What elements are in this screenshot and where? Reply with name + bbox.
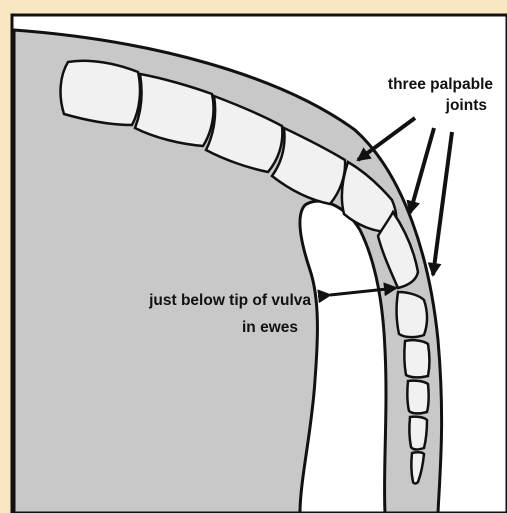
vertebra-7	[397, 292, 427, 337]
vertebra-9	[407, 381, 428, 414]
vertebra-1	[61, 61, 140, 125]
label-three-palpable: three palpable	[388, 76, 493, 93]
vertebra-8	[404, 340, 429, 377]
label-in-ewes: in ewes	[242, 319, 298, 336]
label-just-below-tip-of-vulva: just below tip of vulva	[148, 292, 311, 309]
label-joints: joints	[445, 97, 487, 114]
vertebra-10	[409, 417, 427, 450]
